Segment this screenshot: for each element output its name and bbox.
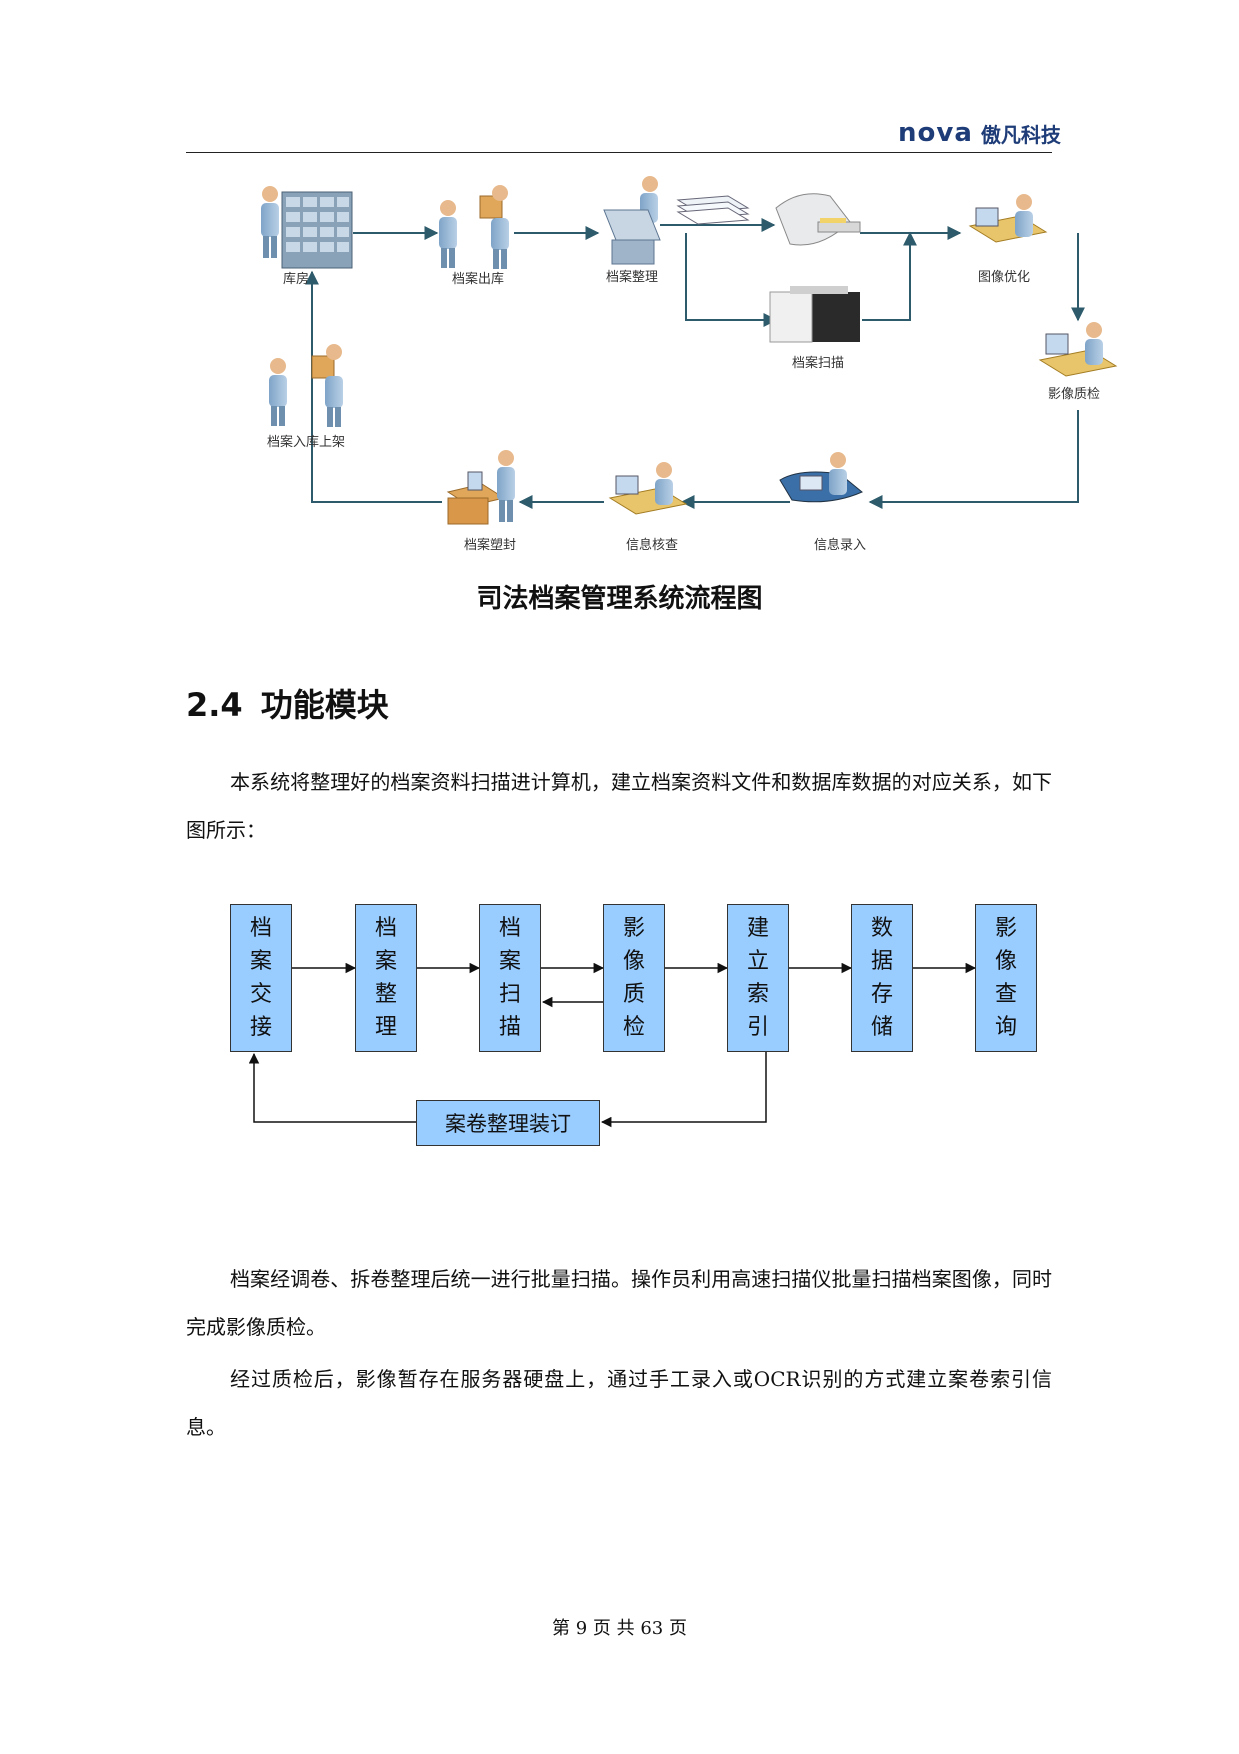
- section-number: 2.4: [186, 686, 243, 724]
- document-stack-icon: [676, 195, 750, 225]
- label-image-optimization: 图像优化: [978, 270, 1030, 285]
- label-image-qc: 影像质检: [1048, 387, 1100, 402]
- image-optimization-icon: [968, 194, 1048, 243]
- page-number: 第 9 页 共 63 页: [552, 1618, 687, 1639]
- high-speed-scanner-icon: [769, 286, 860, 343]
- label-archive-scanning: 档案扫描: [792, 356, 844, 371]
- module-volume-binding: 案卷整理装订: [416, 1100, 600, 1146]
- section-heading: 2.4 功能模块: [186, 680, 407, 726]
- label-data-entry: 信息录入: [814, 537, 866, 553]
- module-image-query: 影像查询: [975, 904, 1037, 1052]
- module-build-index: 建立索引: [727, 904, 789, 1052]
- document-scanner-icon: [775, 193, 861, 246]
- section-title: 功能模块: [260, 686, 389, 724]
- label-archive-shelving: 档案入库上架: [267, 434, 345, 450]
- logo-brand: nova: [898, 118, 973, 148]
- archive-shelving-icon: [269, 344, 343, 427]
- module-archive-scanning: 档案扫描: [479, 904, 541, 1052]
- figure-caption: 司法档案管理系统流程图: [476, 584, 763, 614]
- body-paragraph: 经过质检后，影像暂存在服务器硬盘上，通过手工录入或OCR识别的方式建立案卷索引信…: [186, 1367, 1052, 1439]
- label-archive-out: 档案出库: [452, 271, 504, 287]
- label-info-check: 信息核查: [626, 537, 678, 553]
- company-logo: nova 傲凡科技: [898, 116, 1061, 150]
- warehouse-icon: [261, 186, 353, 269]
- module-image-qc: 影像质检: [603, 904, 665, 1052]
- module-archive-sorting: 档案整理: [355, 904, 417, 1052]
- intro-paragraph: 本系统将整理好的档案资料扫描进计算机，建立档案资料文件和数据库数据的对应关系，如…: [186, 770, 1052, 842]
- body-paragraph: 档案经调卷、拆卷整理后统一进行批量扫描。操作员利用高速扫描仪批量扫描档案图像，同…: [186, 1267, 1052, 1339]
- archive-sealing-icon: [446, 450, 515, 525]
- logo-company-name: 傲凡科技: [980, 122, 1061, 147]
- module-data-storage: 数据存储: [851, 904, 913, 1052]
- data-entry-icon: [779, 452, 863, 503]
- label-warehouse: 库房: [283, 271, 309, 287]
- module-archive-handover: 档案交接: [230, 904, 292, 1052]
- info-check-icon: [608, 462, 688, 515]
- archive-sorting-icon: [603, 176, 661, 265]
- process-flow-diagram: 库房 档案出库 档案整理 图像优化 档案扫描 影像质检 档案入库上架 档案塑封 …: [261, 176, 1118, 553]
- header-rule: [186, 152, 1052, 153]
- label-archive-sealing: 档案塑封: [464, 538, 516, 553]
- image-qc-icon: [1038, 322, 1118, 377]
- module-flow-connectors: [248, 962, 977, 1128]
- label-archive-sorting: 档案整理: [606, 270, 658, 285]
- archive-out-icon: [439, 185, 509, 269]
